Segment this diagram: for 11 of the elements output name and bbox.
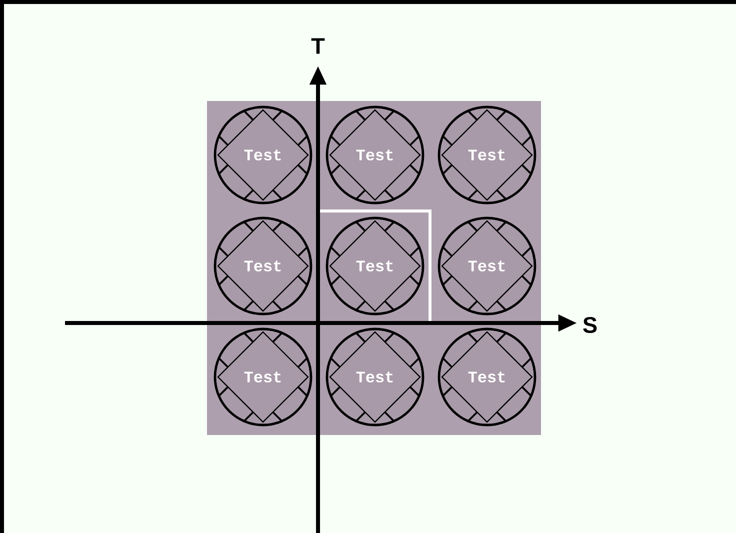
pattern-tile: Test [326, 328, 424, 426]
pattern-tile: Test [438, 106, 536, 204]
pattern-tile: Test [326, 216, 424, 316]
pattern-tile: Test [214, 328, 312, 426]
pattern-tile: Test [438, 216, 536, 316]
pattern-tile: Test [214, 106, 312, 204]
pattern-tile: Test [438, 328, 536, 426]
pattern-tile: Test [214, 216, 312, 316]
axis-label: S [583, 316, 597, 334]
axis-label: T [311, 38, 325, 54]
pattern-tile: Test [326, 106, 424, 204]
